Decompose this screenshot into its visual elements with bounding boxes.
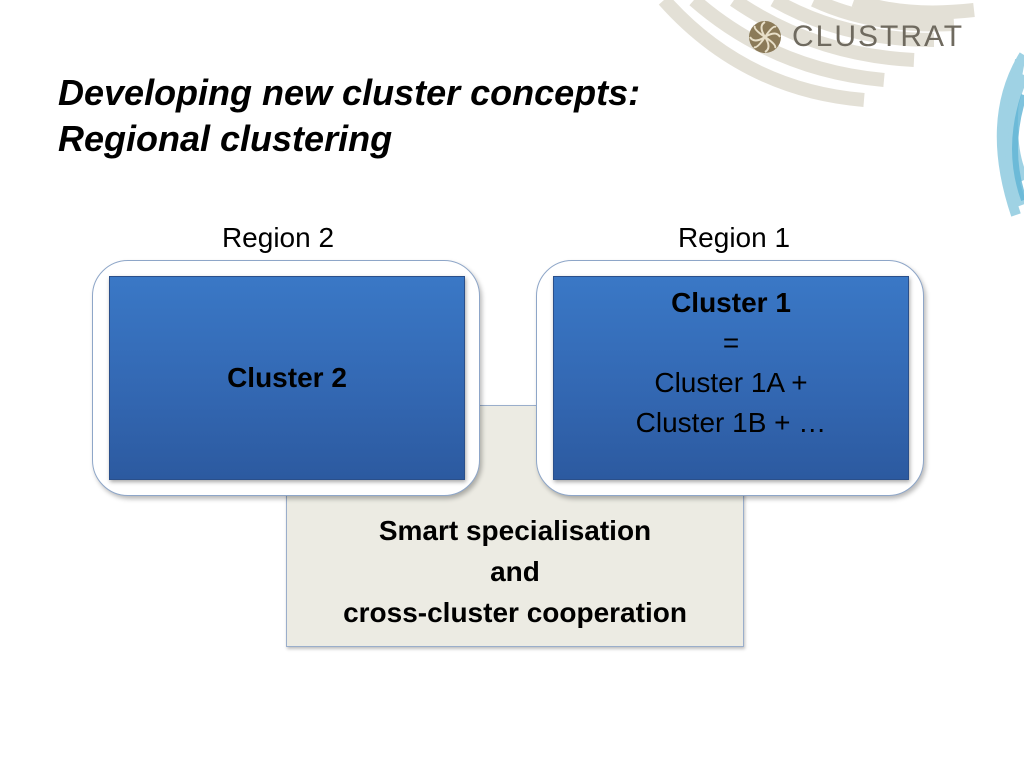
cluster-1-box: Cluster 1 = Cluster 1A + Cluster 1B + …	[553, 276, 909, 480]
logo-text: CLUSTRAT	[792, 20, 965, 53]
cluster-1-label: Cluster 1	[671, 287, 791, 318]
region-2-frame: Cluster 2	[92, 260, 480, 496]
region-2-label: Region 2	[221, 222, 335, 253]
cooperation-text: Smart specialisation and cross-cluster c…	[287, 510, 743, 633]
cluster-1b-label: Cluster 1B + …	[635, 407, 827, 438]
clustrat-logo: CLUSTRAT	[748, 20, 964, 54]
cluster-2-box: Cluster 2	[109, 276, 465, 480]
cluster-1-equals: =	[722, 327, 740, 358]
cluster-1a-label: Cluster 1A +	[654, 367, 808, 398]
title-line-1: Developing new cluster concepts:	[58, 72, 641, 113]
region-1-label: Region 1	[677, 222, 791, 253]
decorative-swirl-graphic	[658, 0, 1024, 217]
cluster-2-label: Cluster 2	[227, 362, 347, 393]
logo-burst-icon	[749, 21, 781, 53]
cooperation-line-2: and	[490, 556, 540, 587]
region-1-frame: Cluster 1 = Cluster 1A + Cluster 1B + …	[536, 260, 924, 496]
title-line-2: Regional clustering	[58, 118, 393, 159]
slide-title: Developing new cluster concepts: Regiona…	[58, 70, 640, 162]
cooperation-line-3: cross-cluster cooperation	[343, 597, 687, 628]
cooperation-line-1: Smart specialisation	[378, 515, 652, 546]
